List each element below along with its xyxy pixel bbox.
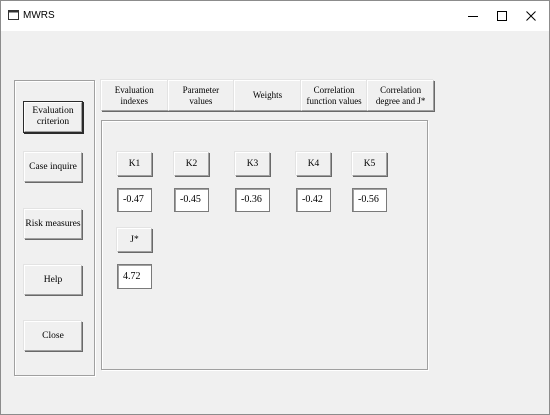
case-inquire-button[interactable]: Case inquire	[24, 152, 82, 182]
index-value-k4[interactable]: -0.42	[296, 188, 331, 212]
maximize-icon	[496, 11, 507, 21]
j-star-value[interactable]: 4.72	[117, 264, 152, 289]
index-button-k2[interactable]: K2	[174, 152, 209, 176]
minimize-icon	[467, 16, 478, 17]
tab-weights[interactable]: Weights	[234, 80, 301, 111]
evaluation-criterion-button[interactable]: Evaluation criterion	[24, 102, 82, 132]
tab-bar: Evaluation indexes Parameter values Weig…	[101, 80, 434, 111]
tab-correlation-degree[interactable]: Correlation degree and J*	[367, 80, 434, 111]
tab-correlation-function-values[interactable]: Correlation function values	[300, 80, 368, 111]
risk-measures-button[interactable]: Risk measures	[24, 209, 82, 239]
index-button-k4[interactable]: K4	[296, 152, 331, 176]
close-icon	[525, 11, 536, 21]
results-panel: K1 K2 K3 K4 K5 -0.47 -0.45 -0.36 -0.42 -…	[101, 120, 428, 370]
navigation-group: Evaluation criterion Case inquire Risk m…	[14, 80, 95, 376]
index-value-k3[interactable]: -0.36	[235, 188, 270, 212]
index-value-k5[interactable]: -0.56	[352, 188, 387, 212]
app-window-icon	[8, 10, 19, 20]
minimize-button[interactable]	[458, 1, 487, 31]
close-window-button[interactable]	[516, 1, 545, 31]
j-star-button[interactable]: J*	[117, 228, 152, 252]
window-title: MWRS	[23, 10, 55, 21]
index-button-k5[interactable]: K5	[352, 152, 387, 176]
index-value-k2[interactable]: -0.45	[174, 188, 209, 212]
tab-parameter-values[interactable]: Parameter values	[167, 80, 235, 111]
index-button-k3[interactable]: K3	[235, 152, 270, 176]
index-button-k1[interactable]: K1	[117, 152, 152, 176]
close-button[interactable]: Close	[24, 321, 82, 351]
tab-evaluation-indexes[interactable]: Evaluation indexes	[101, 80, 168, 111]
title-bar[interactable]: MWRS	[1, 1, 549, 31]
maximize-button[interactable]	[487, 1, 516, 31]
help-button[interactable]: Help	[24, 265, 82, 295]
index-value-k1[interactable]: -0.47	[117, 188, 152, 212]
